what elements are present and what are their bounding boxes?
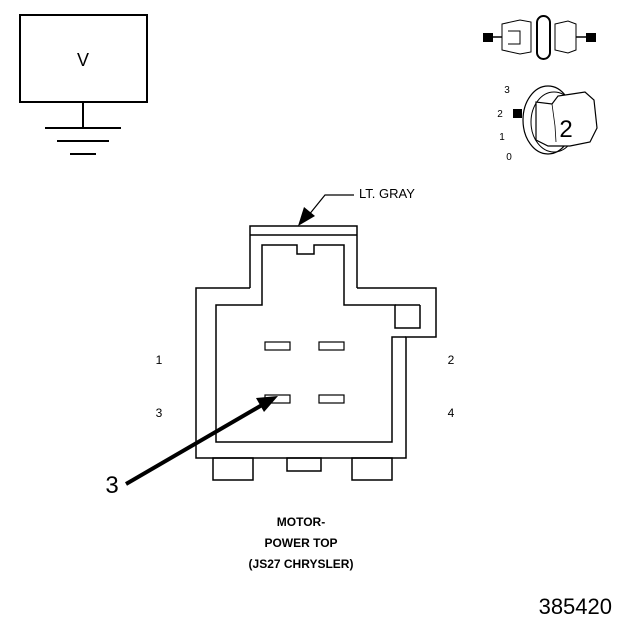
connector-caption: MOTOR- POWER TOP (JS27 CHRYSLER): [249, 515, 354, 571]
key-position-3: 3: [504, 85, 510, 96]
pin-label-3: 3: [156, 406, 163, 420]
terminal-cavity-2: [318, 341, 345, 351]
key-position-1: 1: [499, 132, 505, 143]
ground-icon: [45, 127, 121, 155]
caption-line-1: MOTOR-: [277, 515, 325, 529]
figure-id: 385420: [539, 594, 612, 619]
connector-face: [195, 225, 437, 481]
key-position-0: 0: [506, 152, 512, 163]
pointer-number: 3: [105, 472, 118, 499]
voltmeter-symbol: V: [19, 14, 148, 155]
terminal-cavity-1: [264, 341, 291, 351]
pin-label-4: 4: [448, 406, 455, 420]
caption-line-2: POWER TOP: [264, 536, 337, 550]
terminal-cavity-4: [318, 394, 345, 404]
probe-pointer: 3: [105, 396, 278, 499]
connector-color-callout: LT. GRAY: [298, 186, 415, 226]
voltmeter-label: V: [77, 50, 89, 70]
key-position-2: 2: [497, 109, 503, 120]
pin-label-2: 2: [448, 353, 455, 367]
test-key-icon: 3 2 1 0 2: [497, 85, 598, 163]
connector-color-label: LT. GRAY: [359, 186, 415, 201]
test-probe-icon: [483, 15, 596, 60]
test-key-number: 2: [559, 116, 572, 143]
pin-label-1: 1: [156, 353, 163, 367]
caption-line-3: (JS27 CHRYSLER): [249, 557, 354, 571]
